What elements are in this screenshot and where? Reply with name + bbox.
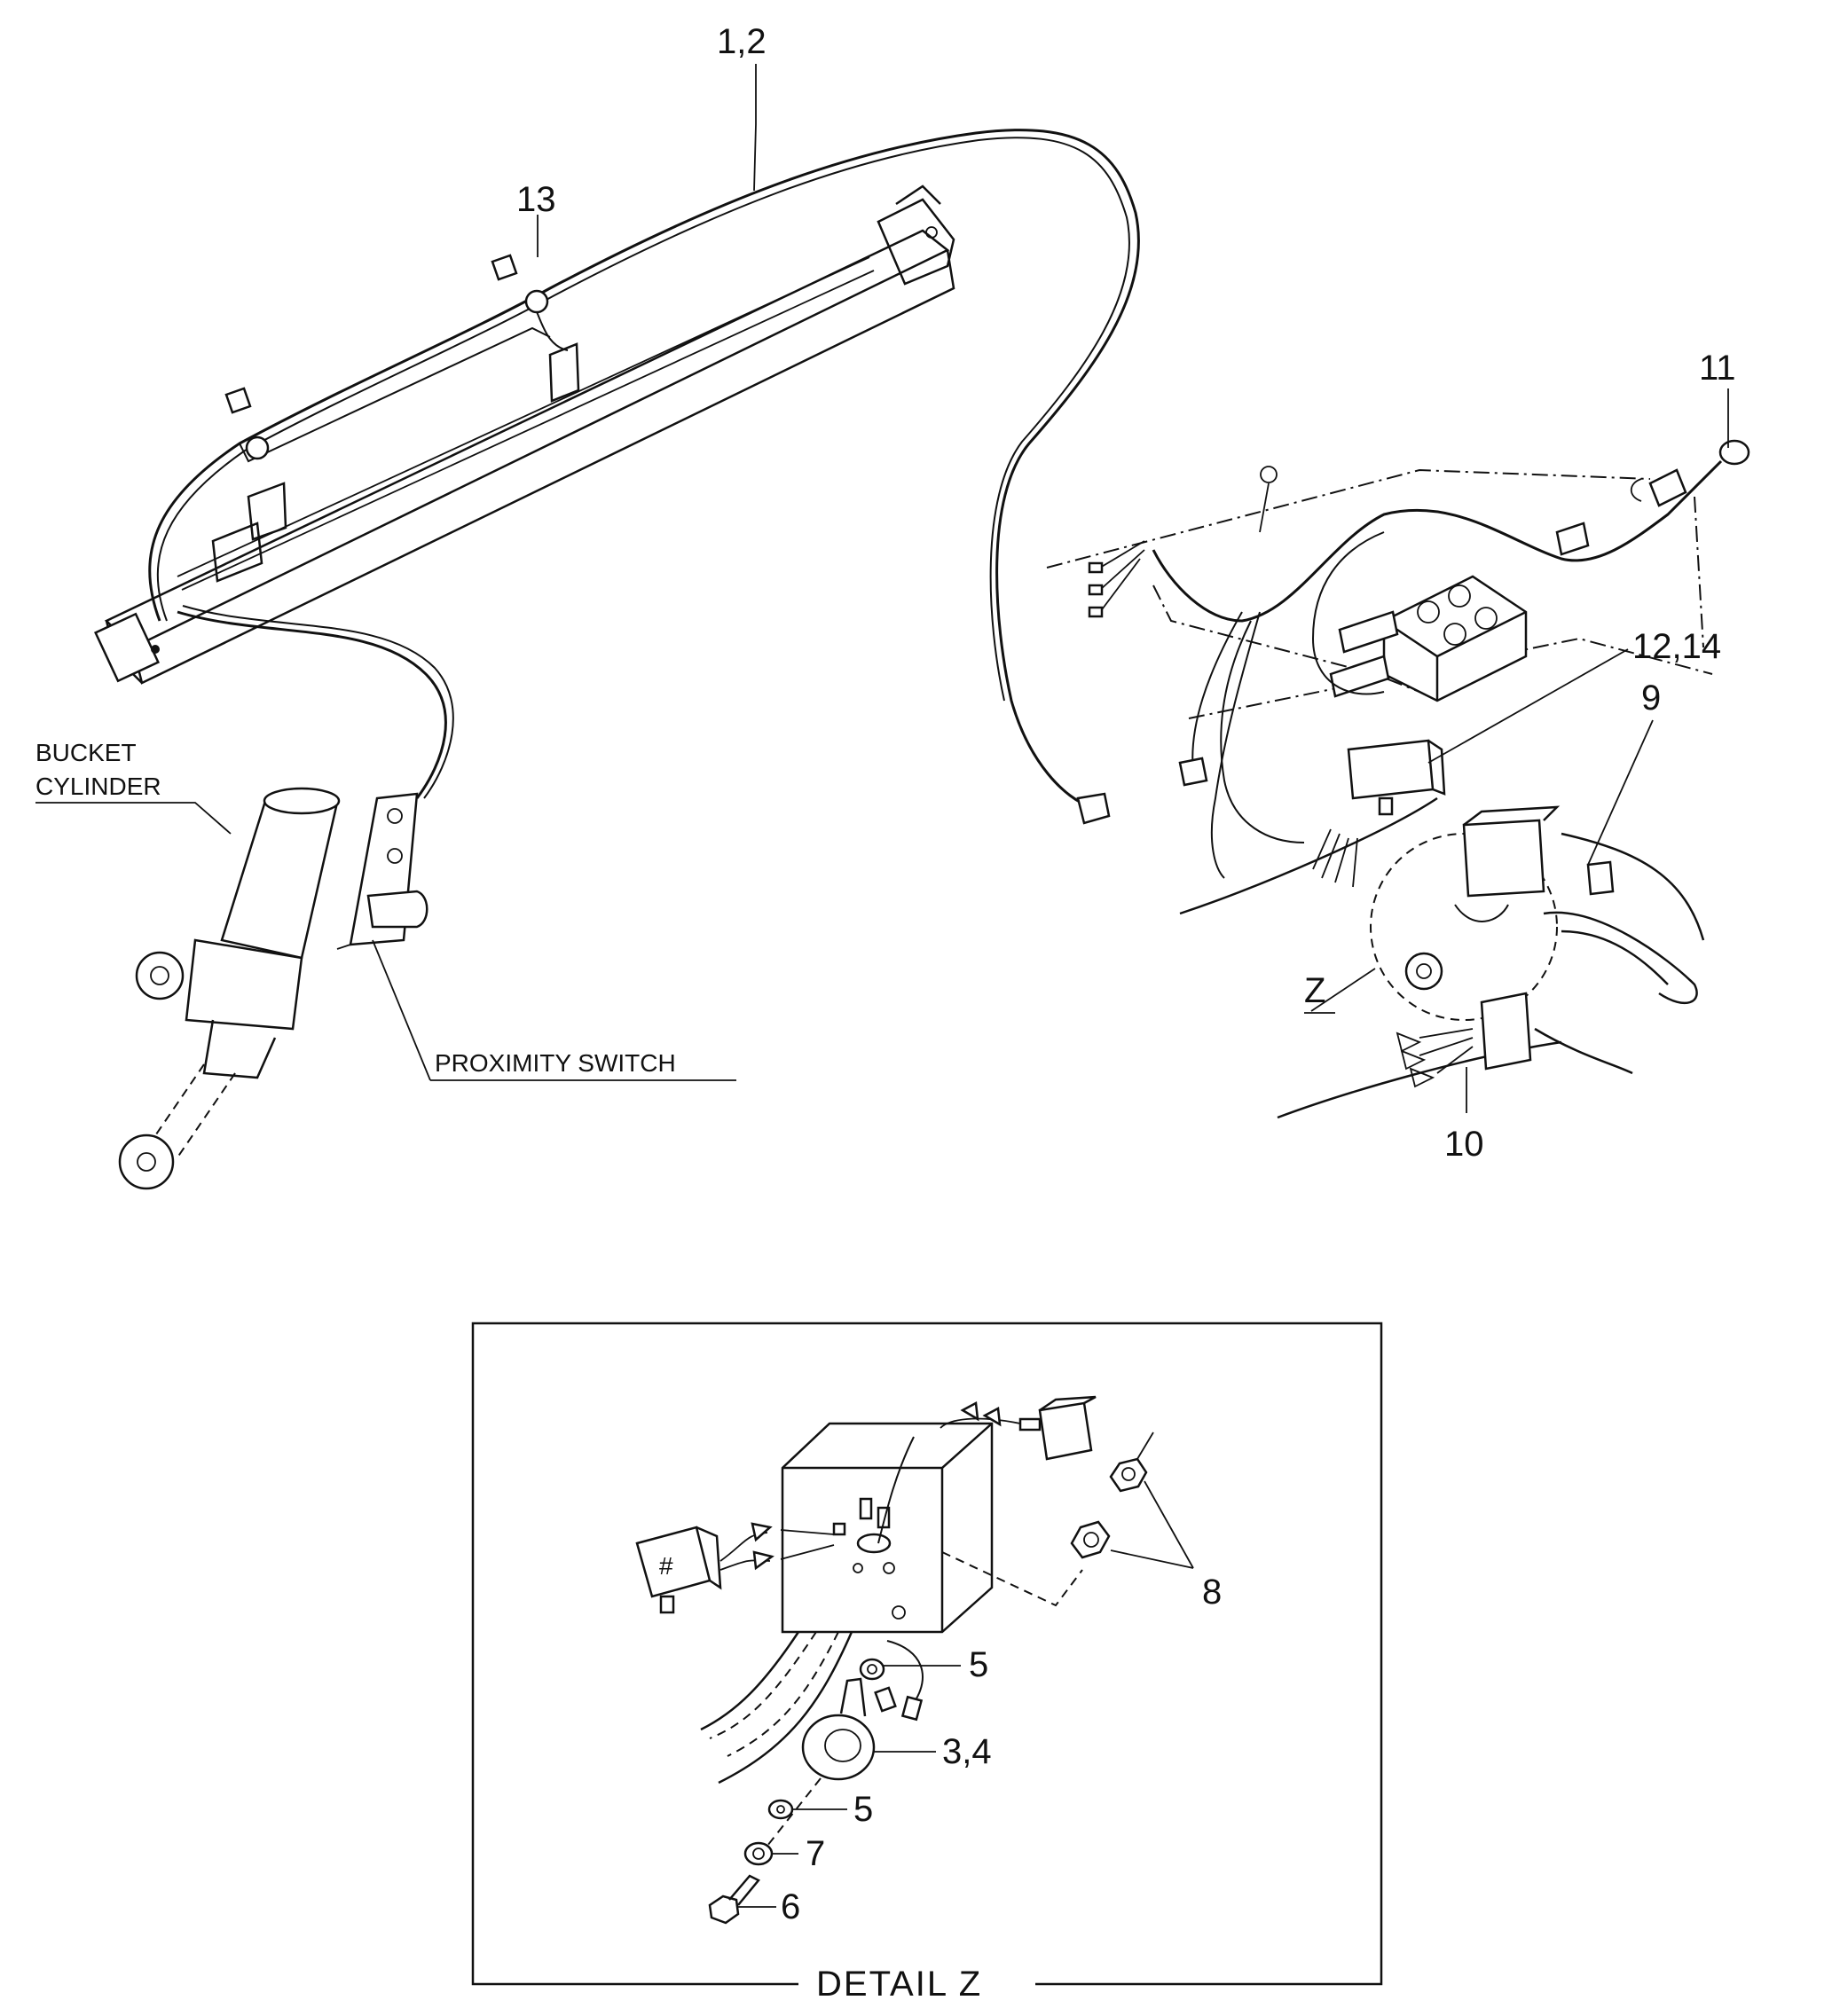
loader-arm — [94, 184, 955, 685]
label-bucket-line-2: CYLINDER — [35, 773, 161, 800]
valve-area — [1046, 439, 1750, 1119]
label-bucket-line-1: BUCKET — [35, 739, 137, 766]
main-harness — [148, 129, 1140, 825]
label-item-1-2: 1,2 — [717, 22, 767, 61]
leader-lines — [35, 64, 1729, 1113]
svg-text:#: # — [659, 1552, 673, 1580]
detail-label-7: 7 — [806, 1834, 825, 1873]
detail-label-8: 8 — [1202, 1573, 1222, 1612]
label-item-z: Z — [1304, 971, 1325, 1010]
detail-label-5-top: 5 — [969, 1645, 988, 1684]
label-item-12-14: 12,14 — [1632, 627, 1721, 666]
proximity-switch — [336, 792, 429, 950]
label-item-10: 10 — [1444, 1125, 1484, 1164]
detail-label-6: 6 — [781, 1887, 800, 1926]
detail-label-3-4: 3,4 — [942, 1732, 992, 1771]
detail-z-panel: # — [471, 1322, 1383, 1986]
label-item-9: 9 — [1641, 679, 1661, 718]
label-item-11: 11 — [1699, 349, 1736, 388]
detail-label-5-bottom: 5 — [853, 1790, 873, 1829]
label-item-13: 13 — [516, 180, 556, 219]
detail-z-title: DETAIL Z — [816, 1965, 982, 2004]
bucket-cylinder — [118, 787, 341, 1190]
label-proximity-switch: PROXIMITY SWITCH — [435, 1049, 676, 1077]
